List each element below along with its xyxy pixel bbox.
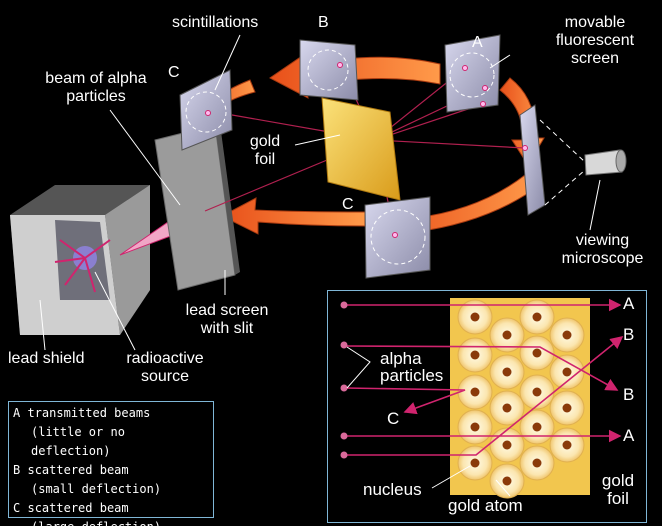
nucleus [470, 422, 480, 432]
legend-item-b: B scattered beam [13, 461, 209, 480]
legend-item-a: A transmitted beams [13, 404, 209, 423]
label-lead-screen: lead screen with slit [185, 302, 269, 337]
nucleus [562, 330, 572, 340]
atomic-inset [327, 290, 647, 523]
nucleus [502, 476, 512, 486]
nucleus [562, 440, 572, 450]
label-gold-foil: gold foil [249, 133, 281, 168]
label-screen-c-bottom: C [342, 196, 354, 213]
legend-detail: (little or no deflection) [31, 425, 125, 458]
inset-label-gold-atom: gold atom [448, 496, 523, 515]
legend-detail: (large deflection) [13, 518, 209, 526]
legend-title: scattered beam [27, 463, 129, 477]
label-lead-shield: lead shield [8, 350, 85, 367]
nucleus [532, 348, 542, 358]
label-scintillations: scintillations [172, 14, 259, 31]
leader-lines [39, 34, 601, 351]
nucleus [532, 312, 542, 322]
nucleus [470, 458, 480, 468]
nucleus [502, 330, 512, 340]
label-radioactive-source: radioactive source [126, 350, 204, 385]
legend-letter: A [13, 406, 21, 420]
nucleus [532, 458, 542, 468]
inset-paths [344, 298, 624, 456]
nucleus [470, 312, 480, 322]
nucleus [562, 403, 572, 413]
fluorescent-screens [179, 34, 546, 279]
inset-label-b2: B [623, 385, 635, 404]
label-movable-screen: movable fluorescent screen [555, 14, 635, 67]
legend-item-c: C scattered beam [13, 499, 209, 518]
label-screen-b: B [318, 14, 329, 31]
legend: A transmitted beams (little or no deflec… [8, 401, 214, 526]
inset-label-gold-foil: gold foil [601, 471, 635, 508]
nucleus [470, 387, 480, 397]
alpha-dots [340, 301, 348, 459]
label-viewing-microscope: viewing microscope [561, 232, 644, 267]
lead-shield [10, 185, 150, 335]
legend-title: scattered beam [27, 501, 129, 515]
inset-label-b1: B [623, 325, 635, 344]
label-screen-c-left: C [168, 64, 180, 81]
legend-detail: (small deflection) [31, 482, 162, 496]
gold-foil [321, 97, 401, 201]
inset-leaders [346, 346, 511, 497]
label-screen-a: A [472, 34, 483, 51]
nucleus [502, 403, 512, 413]
viewing-microscope [539, 119, 627, 206]
legend-letter: B [13, 463, 21, 477]
inset-label-alpha-particles: alpha particles [380, 349, 444, 385]
legend-title: transmitted beams [27, 406, 151, 420]
nucleus [502, 367, 512, 377]
nucleus [562, 367, 572, 377]
nucleus [532, 422, 542, 432]
inset-label-a1: A [623, 294, 635, 313]
nucleus [502, 440, 512, 450]
inset-label-a2: A [623, 426, 635, 445]
label-beam: beam of alpha particles [45, 70, 147, 105]
nucleus [532, 387, 542, 397]
inset-label-nucleus: nucleus [363, 480, 422, 499]
legend-letter: C [13, 501, 21, 515]
inset-label-c: C [387, 409, 400, 428]
nucleus [470, 350, 480, 360]
